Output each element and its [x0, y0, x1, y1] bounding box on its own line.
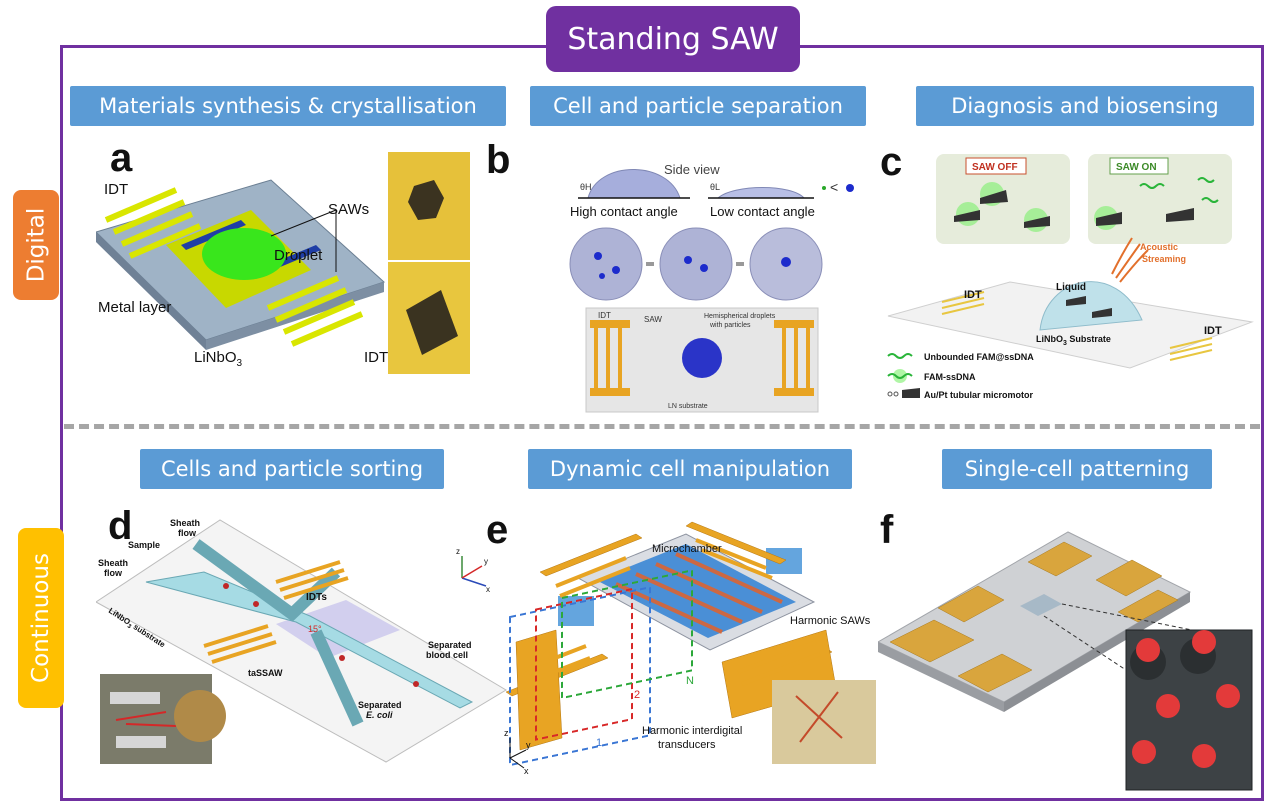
label-streaming: Streaming: [1142, 254, 1186, 264]
svg-text:y: y: [484, 557, 488, 566]
idt-left: [104, 187, 202, 259]
category-sorting: Cells and particle sorting: [140, 449, 444, 489]
particle-droplet: [682, 338, 722, 378]
category-separation: Cell and particle separation: [530, 86, 866, 126]
label-metal-layer: Metal layer: [98, 299, 171, 316]
idt-right: [266, 275, 364, 347]
label-e-harmonic-saws: Harmonic SAWs: [790, 615, 871, 627]
label-saws: SAWs: [328, 201, 369, 218]
panel-letter-e: e: [486, 508, 509, 552]
label-d-sample: Sample: [128, 540, 160, 550]
frame-bottom: [60, 798, 1264, 801]
label-saw-on: SAW ON: [1116, 162, 1157, 173]
panel-letter-a: a: [110, 136, 133, 180]
theta-h: θH: [580, 182, 592, 192]
label-d-ecoli2: E. coli: [366, 710, 393, 720]
label-b-droplets: Hemispherical droplets: [704, 313, 776, 320]
label-d-blood2: blood cell: [426, 650, 468, 660]
svg-text:z: z: [504, 728, 509, 738]
label-e-microchamber: Microchamber: [652, 543, 722, 555]
panel-letter-c: c: [880, 140, 903, 184]
legend-fam: FAM-ssDNA: [924, 372, 976, 382]
label-b-droplets2: with particles: [709, 322, 751, 329]
svg-text:x: x: [524, 766, 529, 774]
label-d-ecoli: Separated: [358, 700, 402, 710]
panel-letter-d: d: [108, 504, 133, 548]
panel-e-figure: Microchamber Harmonic SAWs Harmonic inte…: [504, 521, 876, 774]
category-dynamic: Dynamic cell manipulation: [528, 449, 852, 489]
label-d-idts: IDTs: [306, 592, 327, 603]
category-diagnosis: Diagnosis and biosensing: [916, 86, 1254, 126]
svg-text:y: y: [526, 740, 531, 750]
label-e-n1: 1: [596, 737, 602, 749]
svg-text:z: z: [456, 547, 460, 556]
label-low-contact: Low contact angle: [710, 204, 815, 219]
e-axes: z y x: [504, 728, 531, 774]
label-idt-bottom: IDT: [364, 349, 388, 366]
theta-l: θL: [710, 182, 720, 192]
label-e-nN: N: [686, 675, 694, 687]
svg-text:x: x: [486, 585, 490, 594]
label-e-transducers: Harmonic interdigital: [642, 725, 742, 737]
label-d-angle: 15°: [308, 624, 322, 634]
label-c-liquid: Liquid: [1056, 282, 1086, 293]
label-droplet: Droplet: [274, 247, 323, 264]
panel-letter-b: b: [486, 138, 511, 182]
legend-micromotor: Au/Pt tubular micromotor: [924, 390, 1033, 400]
label-acoustic: Acoustic: [1140, 242, 1178, 252]
label-d-sheath1b: flow: [178, 528, 197, 538]
label-e-n2: 2: [634, 689, 640, 701]
d-axes: z y x: [456, 547, 490, 594]
label-d-blood: Separated: [428, 640, 472, 650]
label-linbo3: LiNbO3: [194, 349, 243, 369]
legend-unbounded: Unbounded FAM@ssDNA: [924, 352, 1034, 362]
label-c-idt-right: IDT: [1204, 325, 1222, 337]
label-d-tassaw: taSSAW: [248, 668, 283, 678]
c-liquid-droplet: [1039, 281, 1143, 331]
row-label-digital: Digital: [13, 190, 59, 300]
panel-f-figure: [878, 531, 1253, 791]
label-c-idt-left: IDT: [964, 289, 982, 301]
label-d-sheath1: Sheath: [170, 518, 200, 528]
page-title: Standing SAW: [546, 6, 800, 72]
panel-d-figure: Sheath flow Sample Sheath flow IDTs 15° …: [96, 518, 507, 764]
label-e-transducers2: transducers: [658, 739, 716, 751]
label-saw-off: SAW OFF: [972, 162, 1018, 173]
saw-on-box: [1088, 154, 1232, 244]
label-b-ln: LN substrate: [668, 403, 708, 410]
f-electrodes: [889, 541, 1179, 693]
category-single-cell: Single-cell patterning: [942, 449, 1212, 489]
category-materials: Materials synthesis & crystallisation: [70, 86, 506, 126]
label-idt-top: IDT: [104, 181, 128, 198]
row-label-continuous: Continuous: [18, 528, 64, 708]
label-b-saw: SAW: [644, 315, 662, 324]
d-idts: [203, 560, 349, 664]
label-high-contact: High contact angle: [570, 204, 678, 219]
label-d-sheath2: Sheath: [98, 558, 128, 568]
label-d-sheath2b: flow: [104, 568, 123, 578]
row-divider: [64, 424, 1260, 429]
label-b-idt: IDT: [598, 311, 611, 320]
compare-symbol: <: [830, 179, 838, 195]
panel-b-figure: Side view θH θL < High contact angle Low…: [569, 162, 854, 413]
label-c-substrate: LiNbO3 Substrate: [1036, 334, 1111, 347]
droplet-2: [659, 227, 733, 301]
panel-letter-f: f: [880, 508, 894, 552]
label-side-view: Side view: [664, 162, 720, 177]
panel-c-figure: SAW OFF SAW ON IDT IDT Liquid Acoustic S…: [887, 154, 1254, 400]
panel-a-figure: IDT SAWs Droplet Metal layer LiNbO3 IDT: [96, 152, 470, 374]
droplet-1: [569, 227, 643, 301]
